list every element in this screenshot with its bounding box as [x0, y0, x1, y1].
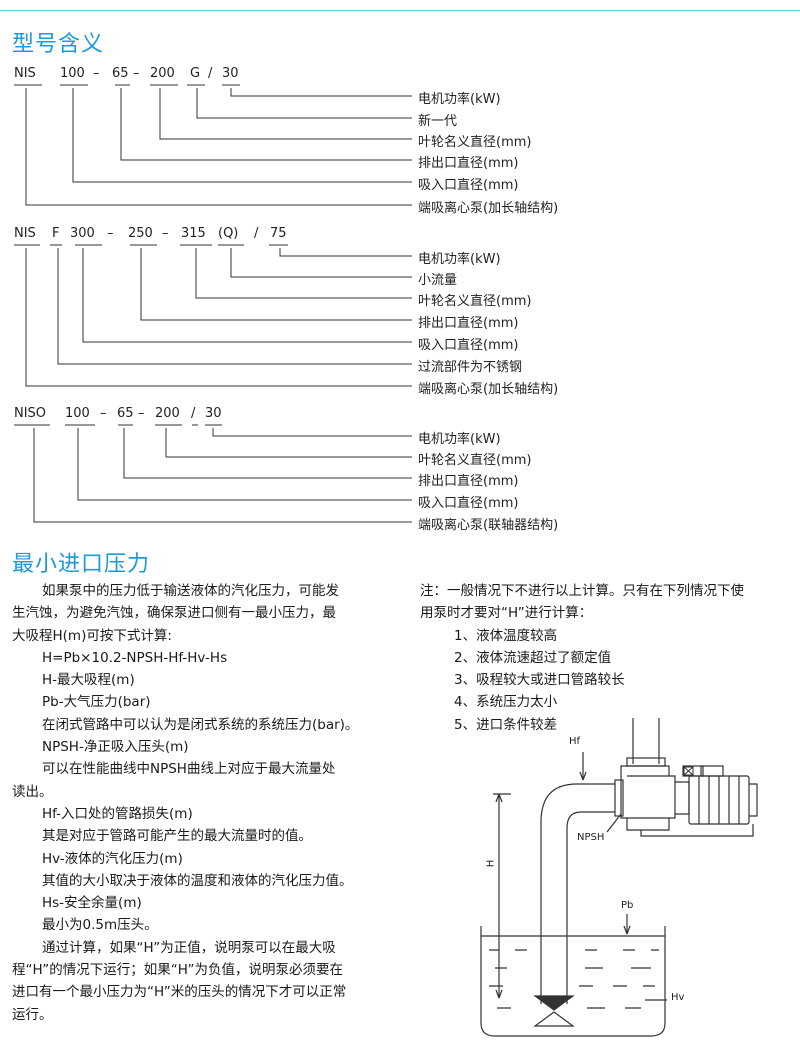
- text-line: 最小为0.5m压头。: [42, 917, 158, 934]
- note-column: 注：一般情况下不进行以上计算。只有在下列情况下使 用泵时才要对“H”进行计算： …: [420, 580, 795, 736]
- note-list-item: 3、吸程较大或进口管路较长: [454, 672, 625, 689]
- text-line: 其是对应于管路可能产生的最大流量时的值。: [42, 828, 312, 845]
- label-impeller-diameter: 叶轮名义直径(mm): [418, 453, 532, 468]
- code-dash: –: [107, 226, 114, 241]
- label-pump-type: 端吸离心泵(加长轴结构): [418, 382, 559, 397]
- label-impeller-diameter: 叶轮名义直径(mm): [418, 294, 532, 309]
- code-power: 75: [270, 226, 287, 241]
- text-line: Hv-液体的汽化压力(m): [42, 850, 183, 867]
- code-inlet: 100: [60, 66, 85, 81]
- text-line: 生汽蚀，为避免汽蚀，确保泵进口侧有一最小压力，最: [12, 605, 336, 622]
- text-line: 运行。: [12, 1006, 53, 1023]
- code-dash: –: [133, 66, 140, 81]
- label-outlet-diameter: 排出口直径(mm): [418, 316, 519, 331]
- code-dash: –: [100, 406, 107, 421]
- label-motor-power: 电机功率(kW): [418, 252, 501, 267]
- label-inlet-diameter: 吸入口直径(mm): [418, 496, 519, 511]
- label-hf: Hf: [569, 736, 581, 747]
- diagram-2-leader-lines: [14, 244, 412, 387]
- text-line: NPSH-净正吸入压头(m): [42, 739, 189, 756]
- note-list-item: 4、系统压力太小: [454, 694, 558, 711]
- note-line: 注：一般情况下不进行以上计算。只有在下列情况下使: [420, 583, 744, 599]
- left-text-column: 如果泵中的压力低于输送液体的汽化压力，可能发 生汽蚀，为避免汽蚀，确保泵进口侧有…: [12, 580, 397, 1026]
- code-inlet: 300: [70, 226, 95, 241]
- label-new-generation: 新一代: [418, 114, 458, 129]
- note-list-item: 2、液体流速超过了额定值: [454, 649, 612, 666]
- code-generation: G: [190, 66, 201, 81]
- code-power: 30: [222, 66, 239, 81]
- label-pump-type: 端吸离心泵(加长轴结构): [418, 201, 559, 216]
- label-motor-power: 电机功率(kW): [418, 92, 501, 107]
- diagram-3-leader-lines: [14, 424, 412, 523]
- text-line: H-最大吸程(m): [42, 672, 135, 689]
- text-line: 进口有一个最小压力为“H”米的压头的情况下才可以正常: [12, 984, 347, 1001]
- label-pump-type: 端吸离心泵(联轴器结构): [418, 518, 559, 533]
- text-line: 在闭式管路中可以认为是闭式系统的系统压力(bar)。: [42, 716, 359, 733]
- code-impeller: 200: [150, 66, 175, 81]
- label-impeller-diameter: 叶轮名义直径(mm): [418, 135, 532, 150]
- label-small-flow: 小流量: [418, 273, 458, 288]
- text-line: 程“H”的情况下运行；如果“H”为负值，说明泵必须要在: [12, 962, 343, 979]
- code-outlet: 65: [117, 406, 134, 421]
- code-niso: NISO: [14, 406, 47, 421]
- text-line: 通过计算，如果“H”为正值，说明泵可以在最大吸: [42, 939, 336, 956]
- code-nis: NIS: [14, 226, 36, 241]
- code-inlet: 100: [65, 406, 90, 421]
- text-line: Hs-安全余量(m): [42, 895, 142, 912]
- code-stainless: F: [52, 226, 60, 241]
- pump-installation-diagram: Hf NPSH H Pb Hv: [455, 718, 785, 1047]
- label-h: H: [485, 859, 497, 868]
- label-inlet-diameter: 吸入口直径(mm): [418, 178, 519, 193]
- text-line: 如果泵中的压力低于输送液体的汽化压力，可能发: [42, 583, 339, 599]
- label-motor-power: 电机功率(kW): [418, 432, 501, 447]
- label-pb: Pb: [621, 900, 634, 911]
- label-outlet-diameter: 排出口直径(mm): [418, 474, 519, 489]
- code-dash: –: [138, 406, 145, 421]
- code-impeller: 200: [155, 406, 180, 421]
- note-list-item: 5、进口条件较差: [454, 716, 558, 733]
- code-nis: NIS: [14, 66, 36, 81]
- section-title-model-meaning: 型号含义: [12, 32, 105, 57]
- code-small-flow: (Q): [218, 226, 239, 241]
- note-line: 用泵时才要对“H”进行计算：: [420, 605, 593, 622]
- label-hv: Hv: [671, 992, 685, 1003]
- section-title-min-inlet-pressure: 最小进口压力: [12, 552, 151, 577]
- label-npsh: NPSH: [577, 832, 605, 843]
- text-line: 其值的大小取决于液体的温度和液体的汽化压力值。: [42, 872, 353, 889]
- code-slash: /: [208, 66, 213, 81]
- code-slash: /: [191, 406, 196, 421]
- code-impeller: 315: [181, 226, 206, 241]
- code-slash: /: [254, 226, 259, 241]
- label-stainless-parts: 过流部件为不锈钢: [418, 360, 523, 375]
- diagram-1-leader-lines: [14, 84, 412, 206]
- formula-line: H=Pb×10.2-NPSH-Hf-Hv-Hs: [42, 649, 228, 666]
- code-outlet: 65: [112, 66, 129, 81]
- code-outlet: 250: [128, 226, 153, 241]
- top-divider-line: [0, 10, 800, 11]
- label-inlet-diameter: 吸入口直径(mm): [418, 338, 519, 353]
- code-dash: –: [93, 66, 100, 81]
- code-dash: –: [162, 226, 169, 241]
- text-line: 读出。: [12, 783, 53, 800]
- code-power: 30: [205, 406, 222, 421]
- text-line: 可以在性能曲线中NPSH曲线上对应于最大流量处: [42, 761, 336, 778]
- text-line: Pb-大气压力(bar): [42, 694, 151, 711]
- pump-drawing: [480, 718, 758, 1037]
- text-line: 大吸程H(m)可按下式计算:: [12, 627, 172, 644]
- note-list-item: 1、液体温度较高: [454, 627, 558, 644]
- text-line: Hf-入口处的管路损失(m): [42, 805, 193, 822]
- label-outlet-diameter: 排出口直径(mm): [418, 156, 519, 171]
